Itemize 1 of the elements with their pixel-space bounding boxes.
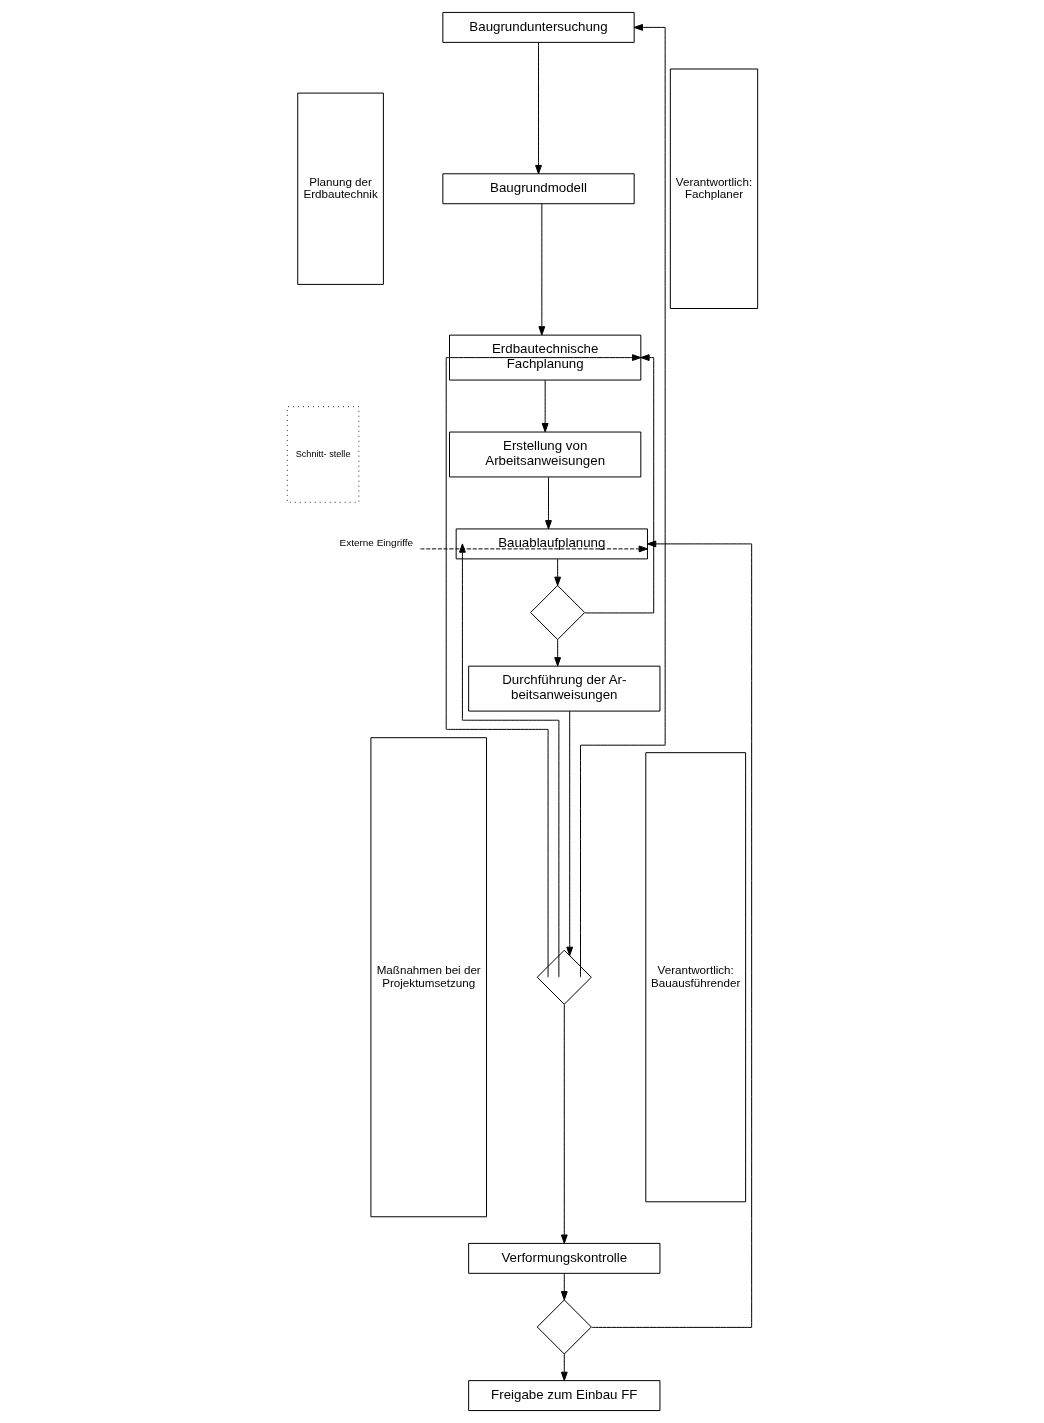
node-text: Externe Eingriffe xyxy=(339,537,413,549)
